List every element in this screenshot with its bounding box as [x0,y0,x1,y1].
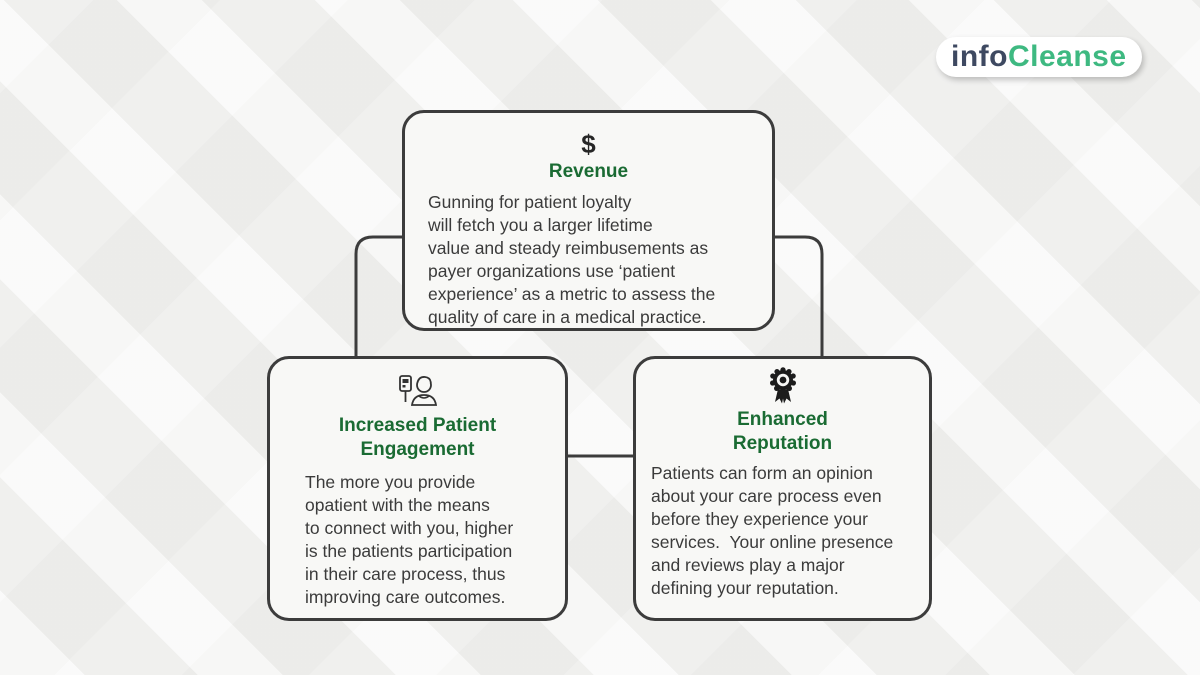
enhanced-reputation-card-body: Patients can form an opinion about your … [651,463,894,598]
patient-engagement-card-body: The more you provide opatient with the m… [305,472,514,607]
patient-engagement-card-title: Increased Patient Engagement [338,415,497,460]
revenue-card-title: Revenue [548,161,629,182]
dollar-icon: $ [405,117,772,157]
connector-left [354,235,402,356]
revenue-card-body: Gunning for patient loyalty will fetch y… [428,191,716,327]
revenue-card: $ Revenue Gunning for patient loyalty wi… [402,110,775,331]
dollar-glyph: $ [581,129,596,159]
connector-right [775,235,824,356]
patient-engagement-card: Increased Patient Engagement The more yo… [267,356,568,621]
enhanced-reputation-card-title: Enhanced Reputation [732,409,833,454]
award-ribbon-icon [636,365,929,405]
logo-text-info: info [951,40,1008,73]
enhanced-reputation-card: Enhanced Reputation Patients can form an… [633,356,932,621]
logo-text-cleanse: Cleanse [1007,40,1127,73]
patient-engagement-icon [270,367,565,411]
